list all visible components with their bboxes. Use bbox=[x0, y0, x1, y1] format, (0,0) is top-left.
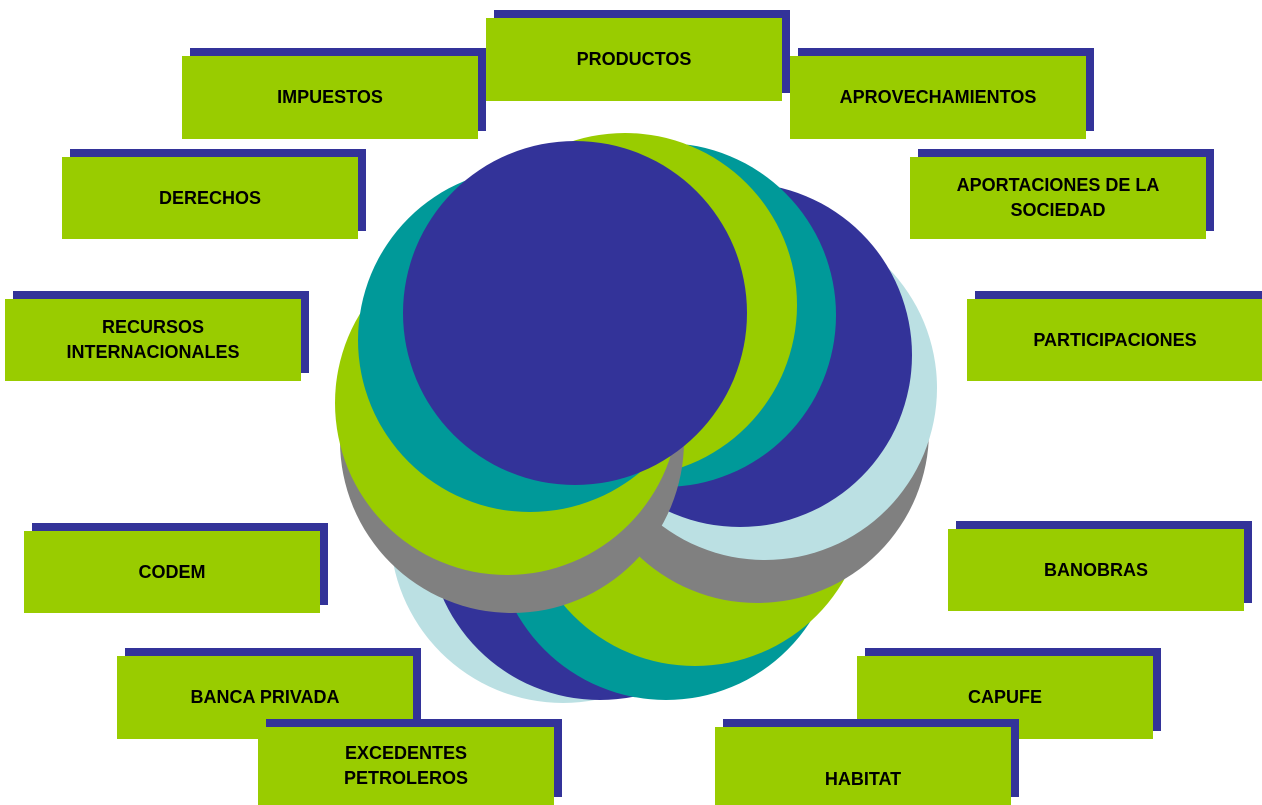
participaciones-label: PARTICIPACIONES bbox=[1033, 329, 1197, 350]
swirl-circle-navy-center bbox=[403, 141, 747, 485]
aportaciones-label-line2: SOCIEDAD bbox=[1010, 200, 1106, 220]
banca-privada-box: BANCA PRIVADA bbox=[117, 656, 413, 739]
impuestos-label: IMPUESTOS bbox=[277, 87, 383, 107]
excedentes-petroleros-box: EXCEDENTES PETROLEROS bbox=[258, 727, 554, 805]
excedentes-label-line2: PETROLEROS bbox=[343, 768, 468, 788]
banobras-label: BANOBRAS bbox=[1043, 559, 1148, 580]
productos-box: PRODUCTOS bbox=[486, 18, 782, 101]
codem-box: CODEM bbox=[24, 531, 320, 613]
habitat-label: HABITAT bbox=[824, 768, 902, 789]
habitat-box: HABITAT bbox=[715, 727, 1011, 805]
capufe-label: CAPUFE bbox=[967, 687, 1042, 707]
capufe-box: CAPUFE bbox=[857, 656, 1153, 739]
codem-label: CODEM bbox=[138, 561, 206, 582]
aprovechamientos-box: APROVECHAMIENTOS bbox=[790, 56, 1086, 139]
recursos-internacionales-box: RECURSOS INTERNACIONALES bbox=[5, 299, 301, 381]
banca-privada-label: BANCA PRIVADA bbox=[190, 687, 340, 707]
derechos-label: DERECHOS bbox=[158, 187, 261, 208]
aportaciones-label-line1: APORTACIONES DE LA bbox=[956, 175, 1160, 195]
recursos-label-line2: INTERNACIONALES bbox=[66, 342, 240, 362]
excedentes-petroleros-label: EXCEDENTES PETROLEROS bbox=[344, 741, 468, 791]
derechos-box: DERECHOS bbox=[62, 157, 358, 239]
recursos-label-line1: RECURSOS bbox=[101, 317, 204, 337]
impuestos-box: IMPUESTOS bbox=[182, 56, 478, 139]
excedentes-label-line1: EXCEDENTES bbox=[344, 743, 467, 763]
aprovechamientos-label: APROVECHAMIENTOS bbox=[839, 87, 1037, 107]
recursos-internacionales-label: RECURSOS INTERNACIONALES bbox=[66, 315, 239, 365]
productos-label: PRODUCTOS bbox=[576, 49, 692, 69]
banobras-box: BANOBRAS bbox=[948, 529, 1244, 611]
aportaciones-box: APORTACIONES DE LA SOCIEDAD bbox=[910, 157, 1206, 239]
aportaciones-label: APORTACIONES DE LA SOCIEDAD bbox=[957, 173, 1160, 223]
participaciones-box: PARTICIPACIONES bbox=[967, 299, 1262, 381]
